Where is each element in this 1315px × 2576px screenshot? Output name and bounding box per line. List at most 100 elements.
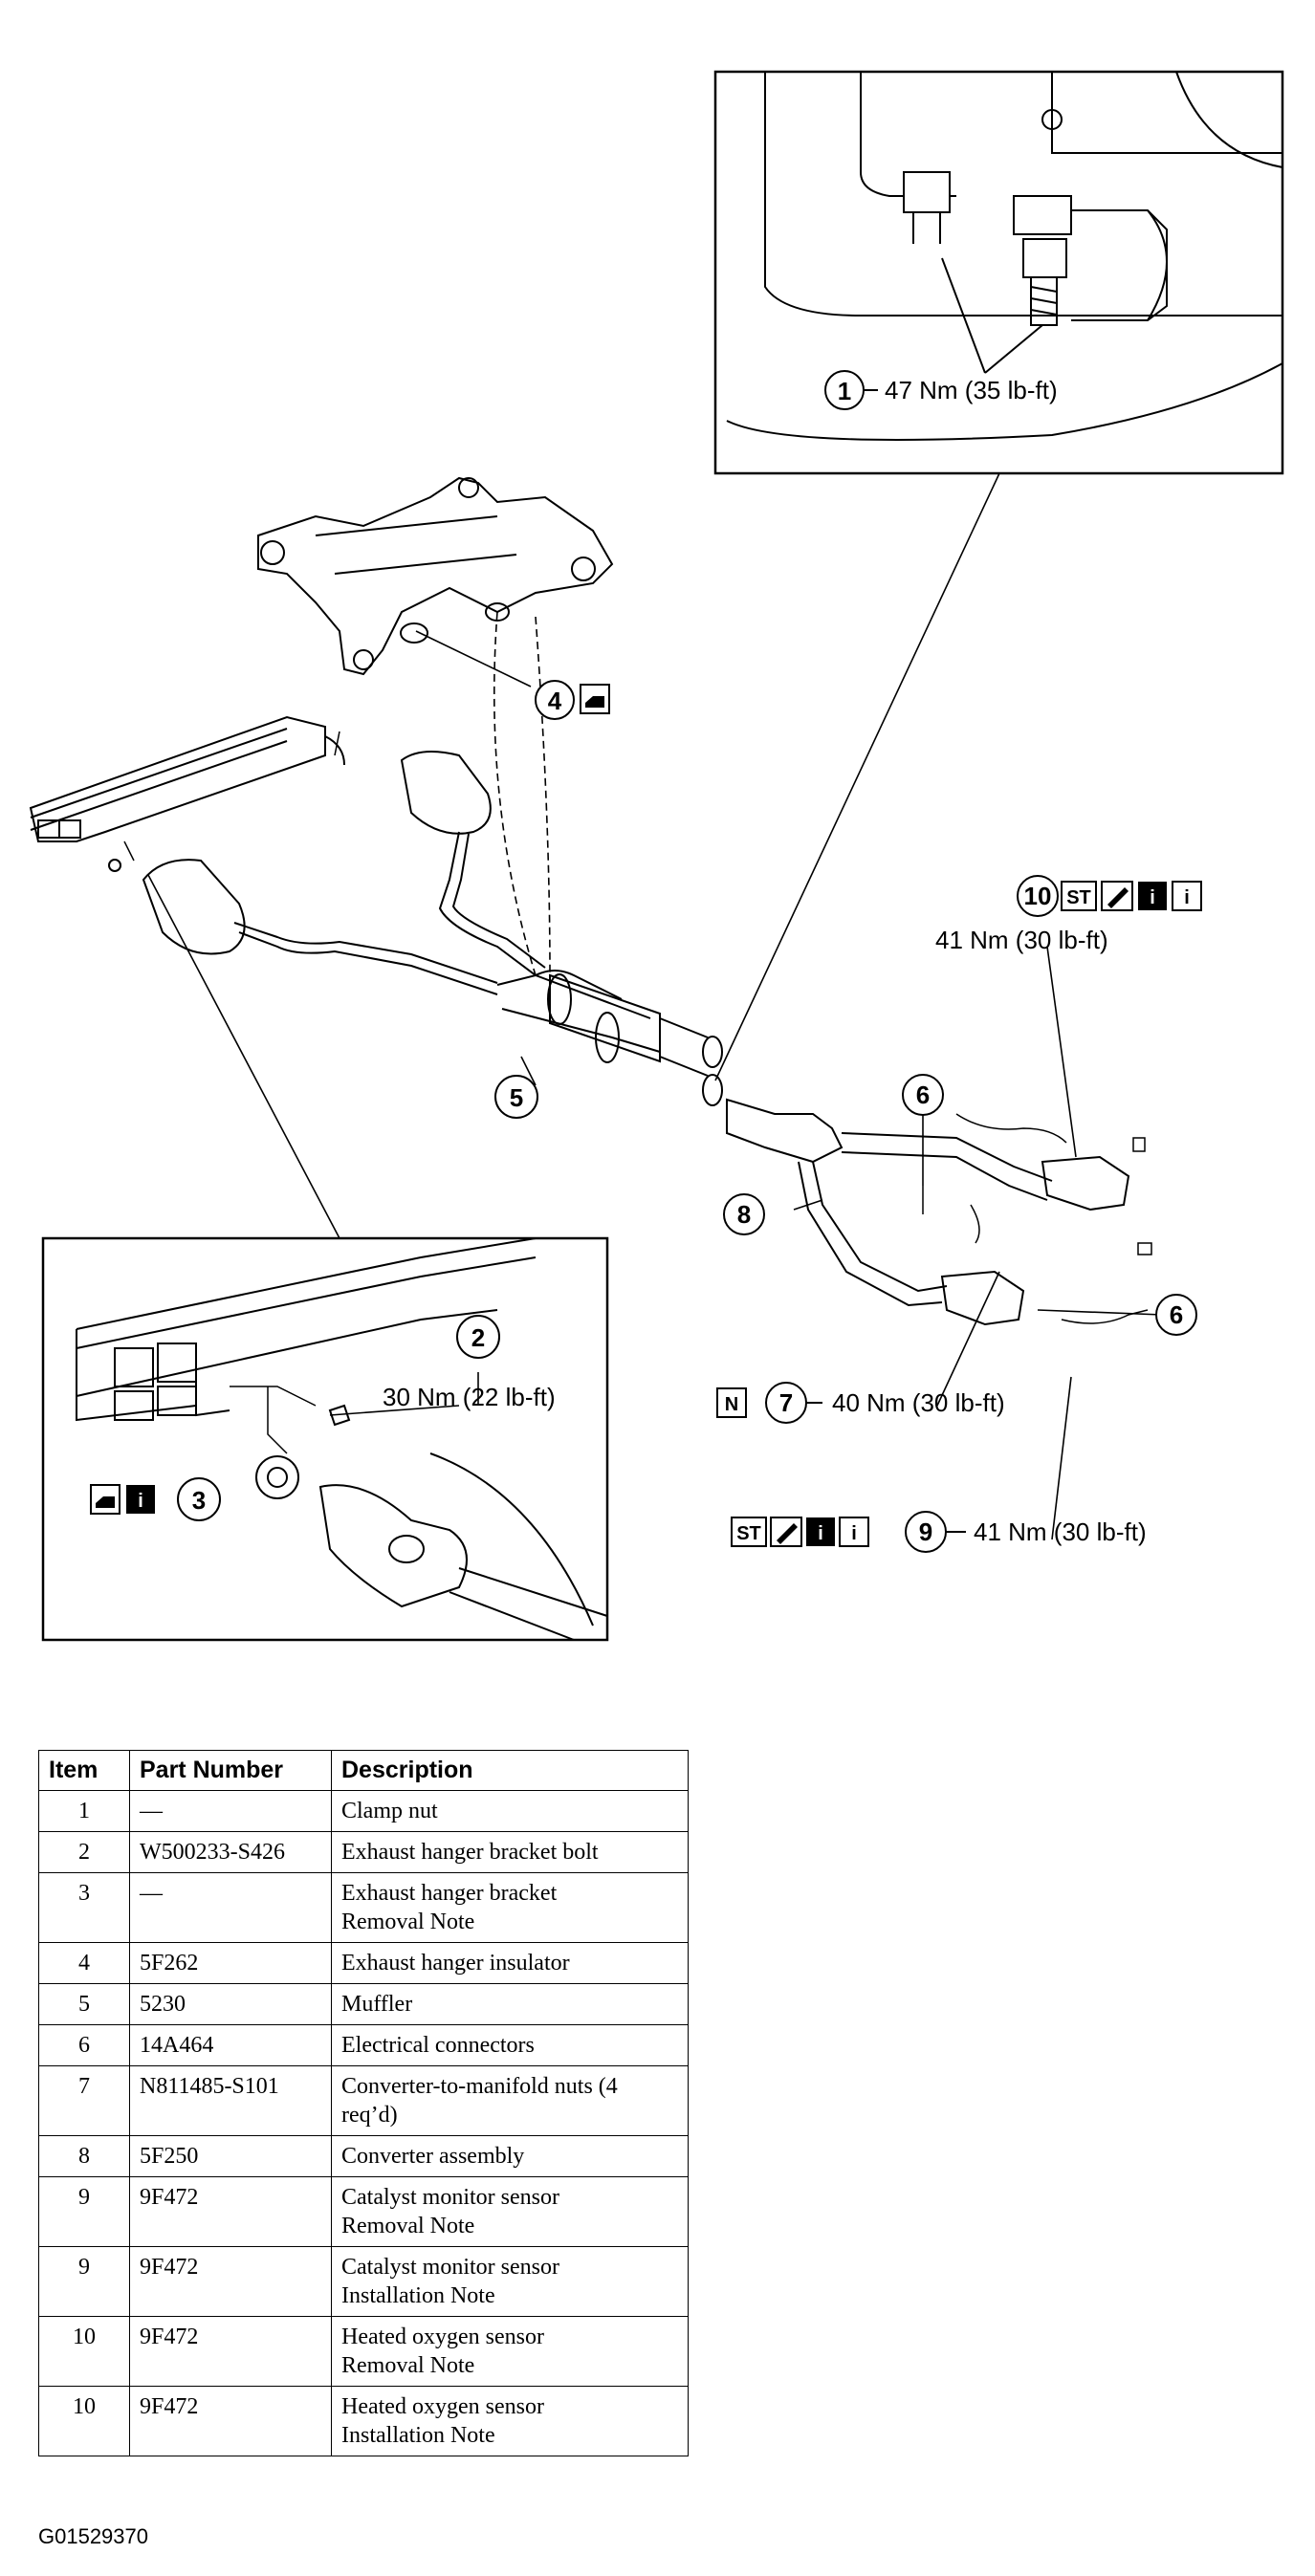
callout-7-number: 7 — [779, 1388, 793, 1417]
description-note: Removal Note — [341, 2353, 475, 2378]
exhaust-system-diagram: 1 47 Nm (35 lb-ft) 4 5 10 ST i i 41 Nm (… — [29, 70, 1284, 1642]
description-line: Converter-to-manifold nuts (4 — [341, 2074, 618, 2099]
info-icon-label: i — [851, 1523, 857, 1544]
description-line: Heated oxygen sensor — [341, 2394, 544, 2419]
part-number-cell: 5230 — [129, 1983, 332, 2025]
info-icon-filled-label: i — [138, 1491, 143, 1512]
callout-2-torque: 30 Nm (22 lb-ft) — [383, 1383, 556, 1411]
info-icon — [1172, 881, 1202, 911]
new-part-icon — [716, 1387, 747, 1418]
callout-1-torque: 47 Nm (35 lb-ft) — [885, 376, 1058, 404]
description-cell: Converter-to-manifold nuts (4 req’d) — [331, 2065, 689, 2136]
description-line: Exhaust hanger bracket — [341, 1881, 558, 1906]
info-icon-filled — [806, 1517, 835, 1546]
table-header-row: Item Part Number Description — [38, 1750, 689, 1791]
callout-4: 4 — [535, 680, 610, 720]
table-row: 1— Clamp nut — [38, 1790, 689, 1832]
item-cell: 8 — [38, 2135, 130, 2177]
description-note: req’d) — [341, 2103, 398, 2128]
callout-10-number: 10 — [1024, 882, 1052, 910]
item-cell: 4 — [38, 1942, 130, 1984]
clamp-nut-inset — [713, 70, 1284, 475]
figure-id: G01529370 — [38, 2524, 148, 2548]
part-number-cell: 14A464 — [129, 2024, 332, 2066]
info-icon-filled — [1138, 882, 1167, 910]
description-note: Removal Note — [341, 2214, 475, 2238]
info-icon-label: i — [1184, 887, 1190, 908]
oil-can-icon — [585, 696, 604, 708]
description-cell: Converter assembly — [331, 2135, 689, 2177]
special-tool-label: ST — [736, 1523, 761, 1544]
description-line: Converter assembly — [341, 2144, 525, 2169]
oil-can-icon — [96, 1496, 115, 1508]
callout-5-number: 5 — [510, 1083, 523, 1112]
new-part-label: N — [725, 1394, 738, 1415]
part-number-cell: 5F262 — [129, 1942, 332, 1984]
part-number-cell: N811485-S101 — [129, 2065, 332, 2136]
description-line: Clamp nut — [341, 1799, 438, 1823]
description-line: Catalyst monitor sensor — [341, 2185, 559, 2210]
description-line: Catalyst monitor sensor — [341, 2255, 559, 2280]
callout-10: 10 ST i i 41 Nm (30 lb-ft) — [935, 875, 1202, 954]
info-icon-filled-label: i — [1150, 887, 1155, 908]
description-line: Exhaust hanger bracket bolt — [341, 1840, 599, 1865]
description-line: Muffler — [341, 1992, 413, 2017]
description-note: Removal Note — [341, 1910, 475, 1934]
callout-1: 1 47 Nm (35 lb-ft) — [824, 370, 1058, 410]
item-cell: 6 — [38, 2024, 130, 2066]
callout-9: ST i i 9 41 Nm (30 lb-ft) — [731, 1511, 1147, 1553]
special-tool-label: ST — [1066, 887, 1091, 908]
part-number-cell: — — [129, 1790, 332, 1832]
callout-10-torque: 41 Nm (30 lb-ft) — [935, 926, 1108, 954]
callout-3-number: 3 — [192, 1486, 206, 1515]
callout-9-number: 9 — [919, 1517, 932, 1546]
description-cell: Clamp nut — [331, 1790, 689, 1832]
description-note: Installation Note — [341, 2283, 495, 2308]
part-number-cell: W500233-S426 — [129, 1831, 332, 1873]
description-cell: Electrical connectors — [331, 2024, 689, 2066]
item-cell: 1 — [38, 1790, 130, 1832]
callout-8-number: 8 — [737, 1200, 751, 1229]
special-tool-icon — [1061, 881, 1097, 911]
rear-subframe-illustration — [257, 476, 614, 676]
part-number-cell: 9F472 — [129, 2316, 332, 2387]
item-cell: 10 — [38, 2386, 130, 2456]
callout-5: 5 — [494, 1075, 538, 1119]
part-number-cell: 5F250 — [129, 2135, 332, 2177]
part-number-cell: 9F472 — [129, 2176, 332, 2247]
special-tool-icon — [731, 1517, 767, 1547]
parts-table: Item Part Number Description 1— Clamp nut… — [38, 1750, 689, 2456]
item-cell: 7 — [38, 2065, 130, 2136]
callout-9-torque: 41 Nm (30 lb-ft) — [974, 1517, 1147, 1546]
info-icon — [839, 1517, 869, 1547]
header-part-number: Part Number — [129, 1750, 332, 1791]
info-icon-filled — [126, 1485, 155, 1514]
callout-8: 8 — [723, 1193, 765, 1235]
description-cell: Muffler — [331, 1983, 689, 2025]
description-cell: Exhaust hanger insulator — [331, 1942, 689, 1984]
callout-2-number: 2 — [471, 1323, 485, 1352]
info-icon-filled-label: i — [818, 1523, 823, 1544]
callout-1-number: 1 — [838, 377, 851, 405]
item-cell: 3 — [38, 1872, 130, 1943]
leader-lines — [147, 472, 1163, 1540]
description-line: Exhaust hanger insulator — [341, 1951, 570, 1976]
callout-6-upper-number: 6 — [916, 1081, 930, 1109]
callout-6-upper: 6 — [902, 1074, 944, 1116]
part-number-cell: 9F472 — [129, 2246, 332, 2317]
callout-4-number: 4 — [548, 687, 562, 715]
item-cell: 2 — [38, 1831, 130, 1873]
item-cell: 10 — [38, 2316, 130, 2387]
header-item: Item — [38, 1750, 130, 1791]
